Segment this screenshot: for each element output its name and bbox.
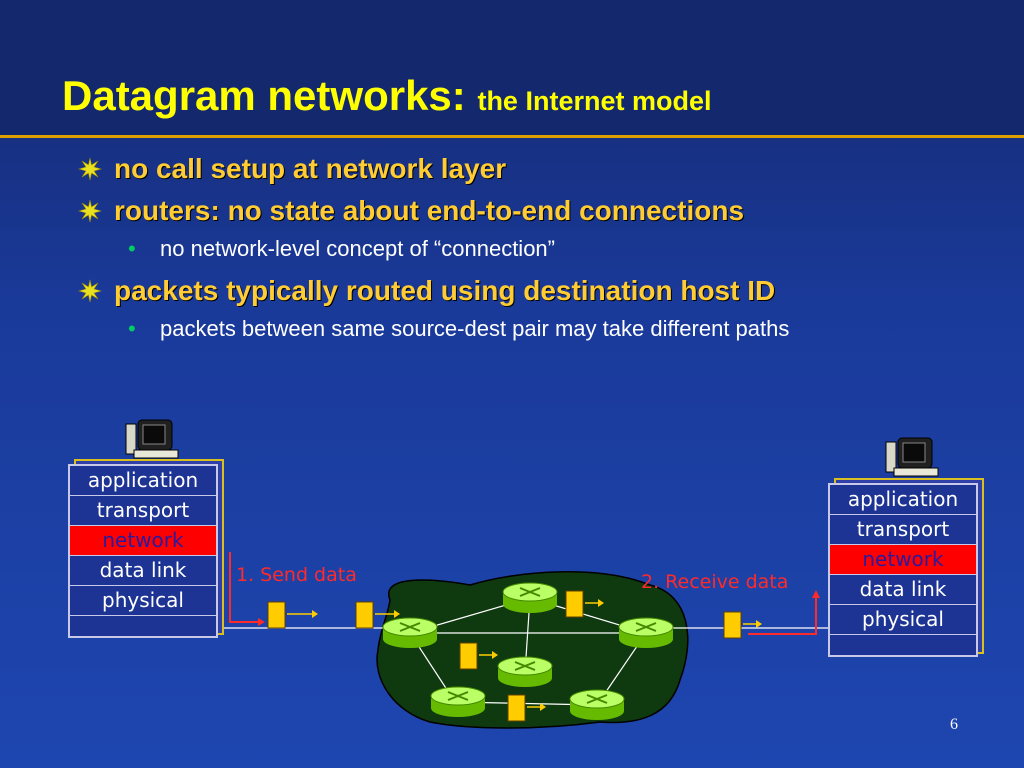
title-main: Datagram networks: bbox=[62, 72, 466, 119]
layer-transport: transport bbox=[70, 496, 216, 526]
slide-title: Datagram networks: the Internet model bbox=[62, 72, 711, 120]
layer-network: network bbox=[830, 545, 976, 575]
packet-icon bbox=[267, 601, 318, 629]
title-bar bbox=[0, 0, 1024, 136]
layer-physical: physical bbox=[70, 586, 216, 616]
router-icon bbox=[430, 686, 486, 717]
packets bbox=[267, 590, 762, 722]
dot-bullet-icon: • bbox=[128, 316, 136, 341]
sub-bullet-3: • packets between same source-dest pair … bbox=[78, 315, 940, 343]
stack-base bbox=[70, 616, 216, 636]
receive-arrow bbox=[748, 598, 817, 635]
routers bbox=[382, 582, 674, 720]
title-divider bbox=[0, 135, 1024, 138]
send-arrow bbox=[229, 552, 258, 623]
title-sub: the Internet model bbox=[477, 86, 712, 116]
packet-icon bbox=[459, 642, 498, 670]
router-icon bbox=[618, 617, 674, 648]
bullet-2-text: routers: no state about end-to-end conne… bbox=[114, 195, 745, 226]
layer-data-link: data link bbox=[70, 556, 216, 586]
layer-network: network bbox=[70, 526, 216, 556]
page-number: 6 bbox=[950, 716, 958, 733]
packet-icon bbox=[565, 590, 604, 618]
layer-application: application bbox=[830, 485, 976, 515]
packet-icon bbox=[507, 694, 546, 722]
sub-bullet-3-text: packets between same source-dest pair ma… bbox=[160, 316, 790, 341]
sub-bullet-2: • no network-level concept of “connectio… bbox=[78, 235, 978, 263]
router-icon bbox=[502, 582, 558, 613]
bullet-1-text: no call setup at network layer bbox=[114, 153, 507, 184]
send-data-label: 1. Send data bbox=[236, 564, 357, 586]
starburst-bullet-icon bbox=[78, 157, 102, 181]
router-icon bbox=[569, 689, 625, 720]
layer-physical: physical bbox=[830, 605, 976, 635]
router-icon bbox=[497, 656, 553, 687]
starburst-bullet-icon bbox=[78, 199, 102, 223]
bullet-1: no call setup at network layer bbox=[78, 153, 978, 185]
bullet-3: packets typically routed using destinati… bbox=[78, 275, 978, 307]
left-protocol-stack: application transport network data link … bbox=[68, 464, 218, 638]
layer-transport: transport bbox=[830, 515, 976, 545]
right-protocol-stack: application transport network data link … bbox=[828, 483, 978, 657]
computer-icon bbox=[125, 419, 179, 459]
starburst-bullet-icon bbox=[78, 279, 102, 303]
router-icon bbox=[382, 617, 438, 648]
bullet-list: no call setup at network layer routers: … bbox=[78, 153, 978, 355]
bullet-3-text: packets typically routed using destinati… bbox=[114, 275, 776, 306]
layer-application: application bbox=[70, 466, 216, 496]
computer-icon bbox=[885, 437, 939, 477]
layer-data-link: data link bbox=[830, 575, 976, 605]
receive-data-label: 2. Receive data bbox=[641, 571, 789, 593]
dot-bullet-icon: • bbox=[128, 236, 136, 261]
bullet-2: routers: no state about end-to-end conne… bbox=[78, 195, 978, 227]
packet-icon bbox=[355, 601, 400, 629]
sub-bullet-2-text: no network-level concept of “connection” bbox=[160, 236, 555, 261]
packet-icon bbox=[723, 611, 762, 639]
stack-base bbox=[830, 635, 976, 655]
